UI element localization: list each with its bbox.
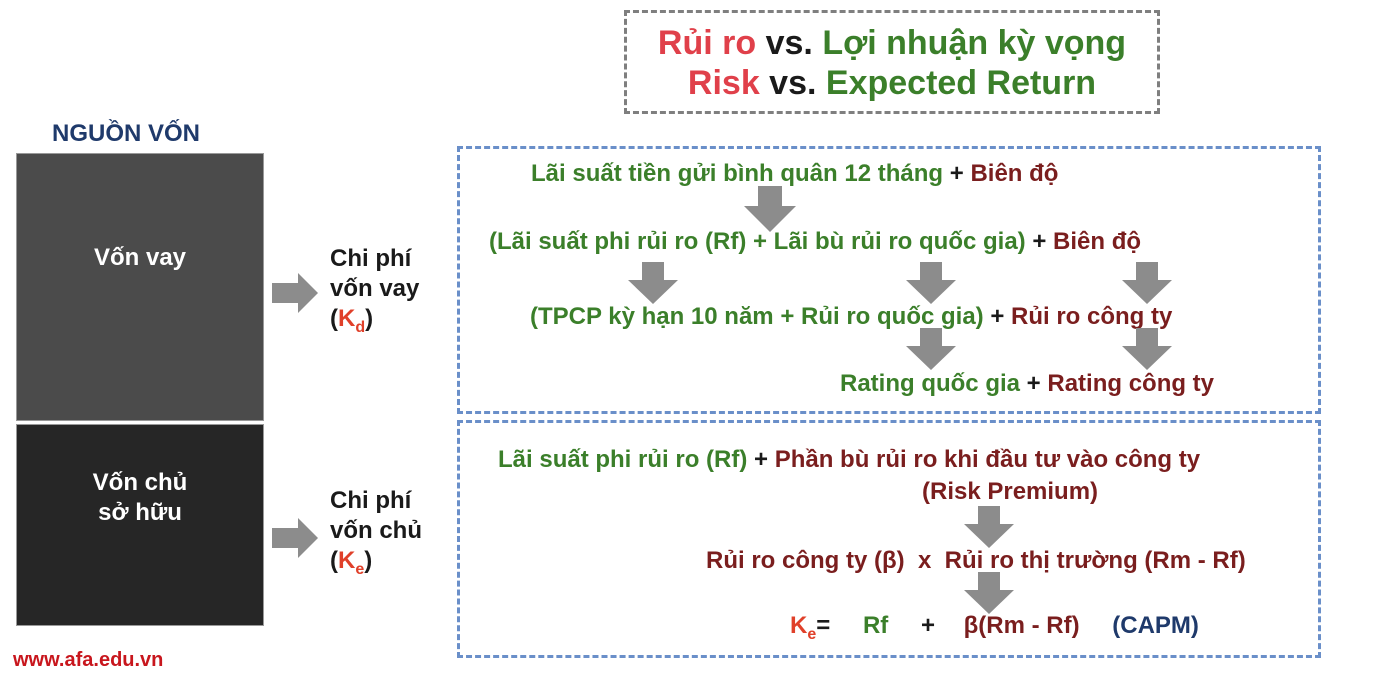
equity-block-label-2: sở hữu	[98, 499, 182, 526]
capm-formula: Ke= Rf + β(Rm - Rf) (CAPM)	[790, 612, 1199, 643]
debt-row-3: (TPCP kỳ hạn 10 năm + Rủi ro quốc gia) +…	[530, 303, 1173, 330]
equity-row-1: Lãi suất phi rủi ro (Rf) + Phần bù rủi r…	[498, 446, 1201, 473]
cost-debt-label: Chi phí vốn vay (Kd)	[330, 244, 419, 343]
cost-equity-label: Chi phí vốn chủ (Ke)	[330, 486, 422, 585]
title-vs: vs.	[759, 64, 826, 102]
equity-block: Vốn chủ sở hữu	[16, 424, 264, 626]
title-vs: vs.	[756, 24, 823, 62]
equity-row-1b: (Risk Premium)	[922, 478, 1099, 505]
title-risk-en: Risk	[687, 64, 760, 102]
footer-url[interactable]: www.afa.edu.vn	[13, 649, 164, 671]
sources-label: NGUỒN VỐN	[52, 120, 201, 147]
arrow-right-icon	[272, 518, 318, 558]
title-return-vn: Lợi nhuận kỳ vọng	[822, 24, 1127, 62]
cost-debt-line2: vốn vay	[330, 275, 420, 302]
arrow-right-icon	[272, 273, 318, 313]
debt-block: Vốn vay	[16, 153, 264, 421]
kd-symbol: (Kd)	[330, 305, 374, 336]
equity-cost-box	[457, 420, 1321, 658]
title-line-2: Risk vs. Expected Return	[627, 63, 1157, 103]
debt-row-4: Rating quốc gia + Rating công ty	[840, 370, 1215, 397]
ke-symbol: (Ke)	[330, 547, 373, 578]
equity-block-label-1: Vốn chủ	[92, 469, 188, 496]
debt-row-2: (Lãi suất phi rủi ro (Rf) + Lãi bù rủi r…	[489, 228, 1142, 255]
title-line-1: Rủi ro vs. Lợi nhuận kỳ vọng	[627, 23, 1157, 63]
title-risk-vn: Rủi ro	[657, 24, 757, 62]
equity-row-2: Rủi ro công ty (β) x Rủi ro thị trường (…	[706, 547, 1246, 574]
debt-row-1: Lãi suất tiền gửi bình quân 12 tháng + B…	[531, 160, 1059, 187]
cost-equity-line1: Chi phí	[330, 487, 412, 514]
cost-debt-line1: Chi phí	[330, 245, 412, 272]
debt-block-label: Vốn vay	[93, 244, 187, 271]
cost-equity-line2: vốn chủ	[330, 517, 423, 544]
title-box: Rủi ro vs. Lợi nhuận kỳ vọng Risk vs. Ex…	[624, 10, 1160, 114]
title-return-en: Expected Return	[825, 64, 1097, 102]
debt-cost-box	[457, 146, 1321, 414]
